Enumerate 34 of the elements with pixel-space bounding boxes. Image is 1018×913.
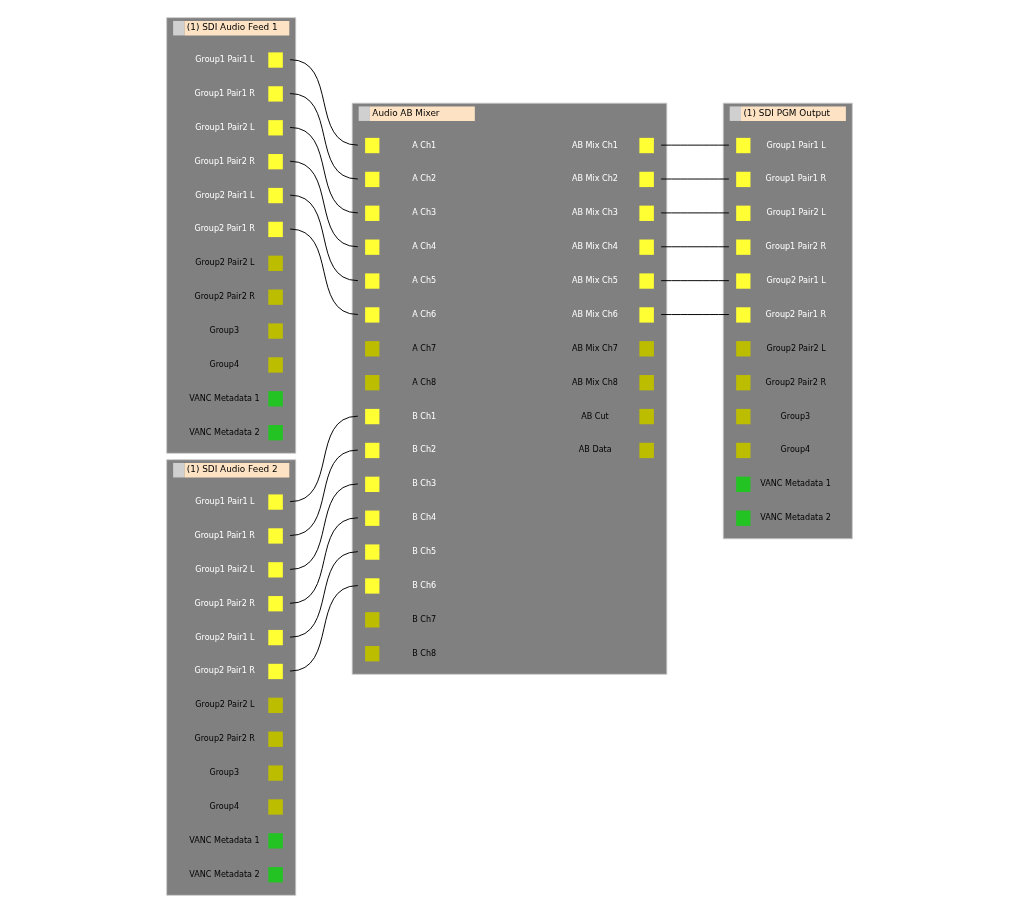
node-label: AB Mix Ch8 (571, 377, 618, 387)
node-label: Group2 Pair2 L (194, 700, 255, 710)
node-label: AB Mix Ch2 (571, 174, 618, 184)
node-label: Group2 Pair1 R (194, 666, 255, 676)
node-label: AB Mix Ch5 (571, 276, 618, 286)
node-label: Group3 (208, 768, 239, 778)
node-label: AB Mix Ch1 (571, 140, 618, 150)
node-label: Group1 Pair2 L (194, 564, 255, 574)
node-label: Group2 Pair1 L (194, 190, 255, 200)
node-label: Group1 Pair2 L (194, 122, 255, 132)
node-label: AB Mix Ch7 (571, 343, 618, 353)
node-label: AB Mix Ch3 (571, 208, 618, 218)
node-label: AB Mix Ch4 (571, 242, 618, 252)
node-label: Group1 Pair2 R (194, 156, 255, 166)
node-label: Group1 Pair1 R (194, 88, 255, 98)
node-label: VANC Metadata 2 (188, 869, 260, 879)
node-label: Group2 Pair1 R (194, 224, 255, 234)
node-label: AB Mix Ch6 (571, 309, 618, 319)
node-label: VANC Metadata 1 (188, 393, 260, 403)
node-label: Group1 Pair1 R (194, 530, 255, 540)
node-label: VANC Metadata 2 (188, 427, 260, 437)
node-label: Group1 Pair1 L (194, 55, 255, 65)
node-label: Group2 Pair1 L (194, 632, 255, 642)
node-label: VANC Metadata 1 (188, 835, 260, 845)
node-label: AB Cut (580, 411, 609, 421)
node-label: Group1 Pair2 R (194, 598, 255, 608)
node-label: Group2 Pair2 L (194, 258, 255, 268)
node-label: Group2 Pair2 R (194, 292, 255, 302)
node-label: Group1 Pair1 L (194, 497, 255, 507)
node-label: Group3 (208, 326, 239, 336)
node-label: Group4 (208, 359, 239, 369)
node-label: Group2 Pair2 R (194, 734, 255, 744)
node-label: Group4 (208, 802, 239, 811)
node-label: AB Data (578, 445, 612, 455)
